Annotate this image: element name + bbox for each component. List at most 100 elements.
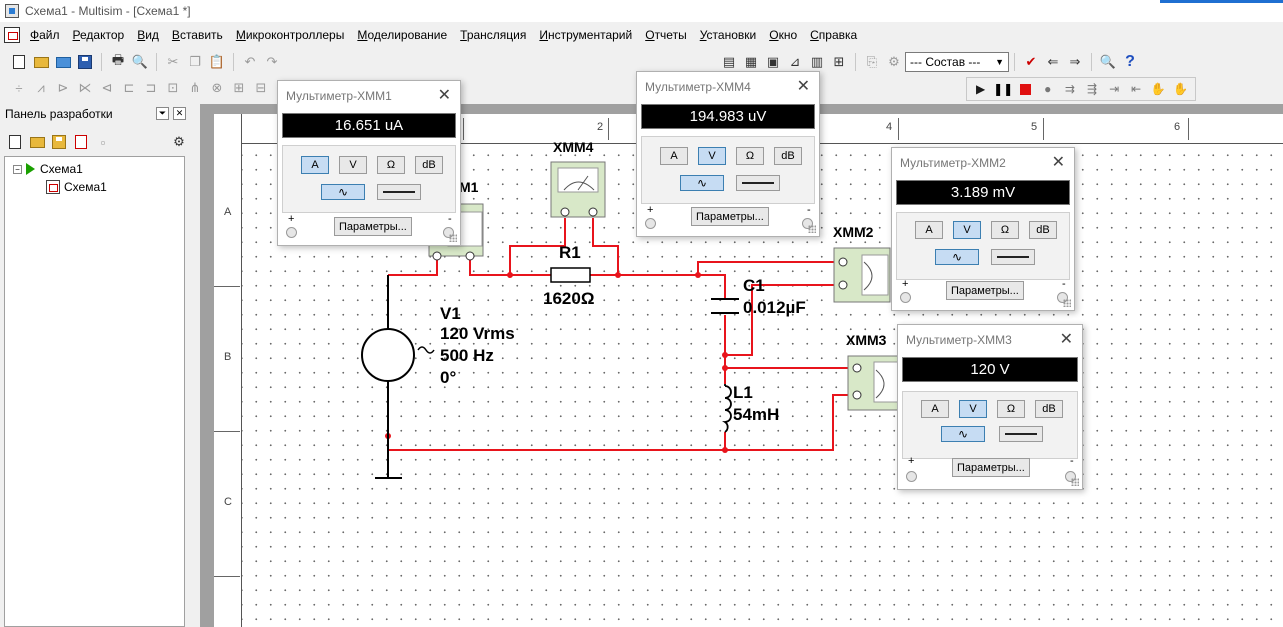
tree-collapse-icon[interactable]: − <box>13 164 22 174</box>
inductor-l1[interactable] <box>722 384 732 433</box>
mode-volt-button[interactable]: V <box>339 156 367 174</box>
hierarchy-icon[interactable]: ⚙ <box>173 134 185 149</box>
cmos-icon[interactable]: ⊐ <box>145 80 157 95</box>
tree-item-root[interactable]: − Схема1 <box>13 162 83 176</box>
mode-ampere-button[interactable]: A <box>660 147 688 165</box>
ttl-icon[interactable]: ⊏ <box>123 80 135 95</box>
basic-component-icon[interactable]: ⩘ <box>37 80 45 95</box>
copy-icon[interactable]: ❐ <box>189 54 201 69</box>
indicator-icon[interactable]: ⊗ <box>211 80 223 95</box>
toggle-panel-icon[interactable]: ▤ <box>722 54 736 69</box>
misc-digital-icon[interactable]: ⊡ <box>167 80 179 95</box>
plus-terminal[interactable] <box>906 471 917 482</box>
multimeter-xmm3-window[interactable]: Мультиметр-XMM3 ✕ 120 V A V Ω dB ∿ + Пар… <box>897 324 1083 490</box>
menu-help[interactable]: Справка <box>810 28 858 42</box>
mode-ohm-button[interactable]: Ω <box>377 156 405 174</box>
menu-reports[interactable]: Отчеты <box>645 28 687 42</box>
ac-mode-button[interactable]: ∿ <box>321 184 365 200</box>
minus-terminal[interactable] <box>443 227 454 238</box>
mode-ampere-button[interactable]: A <box>301 156 329 174</box>
resize-grip[interactable] <box>1063 299 1071 307</box>
open-icon[interactable] <box>32 53 50 71</box>
menu-file[interactable]: Файл <box>30 28 60 42</box>
power-source-icon[interactable]: ÷ <box>15 80 23 96</box>
parameters-button[interactable]: Параметры... <box>946 281 1024 300</box>
plus-terminal[interactable] <box>286 227 297 238</box>
mode-db-button[interactable]: dB <box>415 156 443 174</box>
new-icon[interactable] <box>10 53 28 71</box>
database-icon[interactable]: ⊞ <box>833 54 845 69</box>
delete-design-icon[interactable]: ▫ <box>100 134 106 150</box>
multimeter-xmm2-window[interactable]: Мультиметр-XMM2 ✕ 3.189 mV A V Ω dB ∿ + … <box>891 147 1075 311</box>
pause-icon[interactable]: ❚❚ <box>993 82 1014 96</box>
power-component-icon[interactable]: ⊞ <box>233 80 245 95</box>
print-icon[interactable]: 🖶 <box>111 52 125 67</box>
plus-terminal[interactable] <box>645 218 656 229</box>
close-icon[interactable]: ✕ <box>437 87 451 104</box>
minus-terminal[interactable] <box>1057 292 1068 303</box>
transistor-icon[interactable]: ⋉ <box>78 80 92 95</box>
save-icon[interactable] <box>76 53 94 71</box>
resize-grip[interactable] <box>1071 478 1079 486</box>
mode-db-button[interactable]: dB <box>774 147 802 165</box>
stop-icon[interactable] <box>1018 81 1033 97</box>
remove-breakpoints-icon[interactable]: ✋ <box>1172 82 1188 96</box>
undo-icon[interactable]: ↶ <box>244 54 256 69</box>
step-out-icon[interactable]: ⇤ <box>1131 82 1142 96</box>
tree-item-sheet[interactable]: Схема1 <box>46 180 107 194</box>
resize-grip[interactable] <box>808 225 816 233</box>
dc-mode-button[interactable] <box>736 175 780 191</box>
menu-tools[interactable]: Инструментарий <box>539 28 633 42</box>
close-icon[interactable]: ✕ <box>1051 154 1065 171</box>
print-preview-icon[interactable]: 🔍 <box>131 54 149 69</box>
mode-db-button[interactable]: dB <box>1029 221 1057 239</box>
save-design-icon[interactable] <box>50 133 68 151</box>
panel-close-button[interactable]: ✕ <box>173 107 186 120</box>
plus-terminal[interactable] <box>900 292 911 303</box>
cut-icon[interactable]: ✂ <box>167 54 179 69</box>
menu-view[interactable]: Вид <box>137 28 159 42</box>
dc-mode-button[interactable] <box>991 249 1035 265</box>
diode-icon[interactable]: ⊳ <box>57 80 69 95</box>
xmm2-instrument[interactable] <box>833 247 891 303</box>
multimeter-xmm1-window[interactable]: Мультиметр-XMM1 ✕ 16.651 uA A V Ω dB ∿ +… <box>277 80 461 246</box>
mode-db-button[interactable]: dB <box>1035 400 1063 418</box>
ac-mode-button[interactable]: ∿ <box>680 175 724 191</box>
redo-icon[interactable]: ↷ <box>266 54 278 69</box>
erc-icon[interactable]: ✔ <box>1025 54 1037 69</box>
mode-ohm-button[interactable]: Ω <box>736 147 764 165</box>
step-into-icon[interactable]: ⇥ <box>1109 82 1120 96</box>
use-list-icon[interactable]: ⎘ <box>866 54 878 69</box>
help-icon[interactable]: ? <box>1125 53 1135 70</box>
menu-transfer[interactable]: Трансляция <box>460 28 527 42</box>
ac-source-v1[interactable] <box>361 275 435 436</box>
parameters-button[interactable]: Параметры... <box>952 458 1030 477</box>
resistor-r1[interactable] <box>550 267 591 283</box>
menu-window[interactable]: Окно <box>769 28 798 42</box>
multimeter-xmm4-window[interactable]: Мультиметр-XMM4 ✕ 194.983 uV A V Ω dB ∿ … <box>636 71 820 237</box>
close-design-icon[interactable] <box>72 133 90 151</box>
breakpoint-icon[interactable]: ✋ <box>1150 82 1166 96</box>
menu-options[interactable]: Установки <box>699 28 757 42</box>
resize-grip[interactable] <box>449 234 457 242</box>
open-design-icon[interactable] <box>28 133 46 151</box>
mode-ampere-button[interactable]: A <box>915 221 943 239</box>
mode-ohm-button[interactable]: Ω <box>997 400 1025 418</box>
in-use-list-combo[interactable]: --- Состав --- ▼ <box>905 52 1009 72</box>
ac-mode-button[interactable]: ∿ <box>941 426 985 442</box>
pause-next-icon[interactable]: ● <box>1044 82 1052 96</box>
back-annotate-icon[interactable]: ⇐ <box>1047 54 1059 69</box>
netlist-icon[interactable]: ⚙ <box>888 54 900 69</box>
mode-volt-button[interactable]: V <box>953 221 981 239</box>
mode-volt-button[interactable]: V <box>698 147 726 165</box>
mode-ohm-button[interactable]: Ω <box>991 221 1019 239</box>
mode-ampere-button[interactable]: A <box>921 400 949 418</box>
close-icon[interactable]: ✕ <box>796 78 810 95</box>
dc-mode-button[interactable] <box>999 426 1043 442</box>
capacitor-c1[interactable] <box>711 298 739 314</box>
run-icon[interactable]: ▶ <box>975 82 986 96</box>
step-icon[interactable]: ⇉ <box>1064 82 1075 96</box>
forward-annotate-icon[interactable]: ⇒ <box>1069 54 1081 69</box>
document-menu-icon[interactable] <box>4 27 20 43</box>
analog-icon[interactable]: ⊲ <box>101 80 113 95</box>
